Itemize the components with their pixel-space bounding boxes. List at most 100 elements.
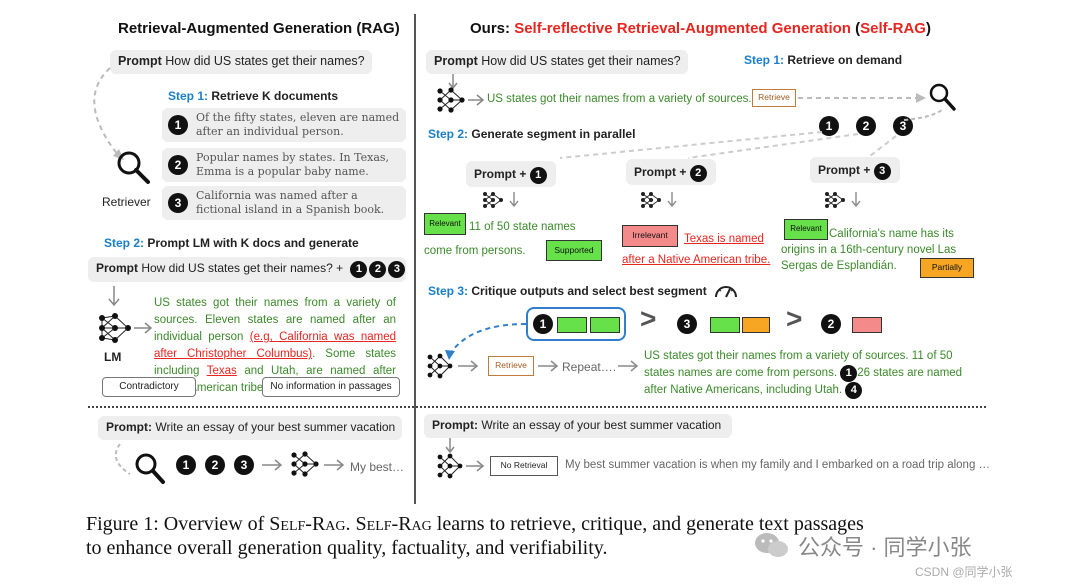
neural-network-icon (483, 192, 503, 208)
neural-network-icon (437, 453, 463, 479)
segment-1-text-b: come from persons. (424, 245, 526, 257)
doc-number-1: 1 (176, 455, 196, 475)
rag-bottom-prompt: Prompt: Write an essay of your best summ… (98, 416, 402, 440)
retrieve-tag: Retrieve (752, 89, 796, 107)
selfrag-title: Ours: Self-reflective Retrieval-Augmente… (470, 20, 931, 37)
prompt-plus-2: Prompt + 2 (626, 159, 716, 185)
retrieved-doc-2: 2 (856, 116, 876, 136)
figure-caption: Figure 1: Overview of Self-Rag. Self-Rag… (86, 513, 864, 559)
step-num: Step 1: (168, 89, 209, 103)
selfrag-bottom-output: My best summer vacation is when my famil… (565, 459, 991, 471)
best-segment-box (526, 307, 626, 341)
down-arrow-icon (667, 192, 677, 208)
lm-label: LM (104, 350, 122, 364)
doc-number-2: 2 (369, 261, 387, 278)
prompt-label: Prompt (118, 54, 162, 68)
magnifier-icon (929, 83, 956, 111)
down-arrow-icon (108, 286, 120, 307)
citation-4: 4 (845, 382, 863, 399)
segment-3-text: California's name has its origins in a 1… (781, 228, 957, 272)
greater-than: > (786, 303, 803, 334)
relevant-tag: Relevant (424, 213, 466, 235)
critique-token-red (852, 317, 882, 333)
prompt-label: Prompt: (432, 418, 478, 432)
rag-output-text: US states got their names from a variety… (154, 297, 397, 394)
down-arrow-icon (445, 438, 455, 454)
rag-prompt-with-docs: Prompt How did US states get their names… (88, 257, 406, 282)
critique-token-orange (742, 317, 770, 333)
dashed-connectors (559, 131, 897, 159)
doc-number-3: 3 (168, 193, 188, 213)
critique-token-green (590, 317, 620, 333)
down-arrow-icon (448, 74, 458, 90)
prompt-text: How did US states get their names? (165, 54, 365, 68)
step-text: Prompt LM with K docs and generate (147, 236, 359, 250)
magnifier-icon (117, 151, 150, 184)
rag-step1: Step 1: Retrieve K documents (168, 89, 338, 103)
selfrag-step2: Step 2: Generate segment in parallel (428, 127, 636, 141)
right-arrow-icon (458, 360, 479, 372)
retriever-label: Retriever (102, 195, 151, 209)
dashed-connector (798, 93, 926, 103)
retrieve-tag: Retrieve (488, 356, 534, 376)
dashed-connector (903, 109, 943, 121)
selfrag-prompt: Prompt How did US states get their names… (426, 50, 688, 74)
right-arrow-icon (468, 94, 485, 106)
retrieved-doc-1: 1 (819, 116, 839, 136)
magnifier-icon (135, 453, 165, 484)
ranked-doc-1: 1 (533, 314, 553, 334)
rag-bottom-output: My best… (350, 460, 405, 474)
right-arrow-icon (324, 459, 345, 471)
rag-prompt: Prompt How did US states get their names… (110, 50, 372, 74)
gauge-icon (715, 286, 737, 298)
doc-1: 1 Of the fifty states, eleven are named … (162, 108, 406, 142)
repeat-text: Repeat…. (562, 360, 617, 374)
prompt-text: Write an essay of your best summer vacat… (155, 420, 396, 434)
right-arrow-icon (134, 322, 153, 334)
no-info-box: No information in passages (262, 377, 400, 397)
selfrag-step3: Step 3: Critique outputs and select best… (428, 284, 707, 298)
doc-3: 3 California was named after a fictional… (162, 186, 406, 220)
doc-number-2: 2 (205, 455, 225, 475)
citation-1: 1 (840, 365, 858, 382)
down-arrow-icon (851, 192, 861, 208)
doc-number-3: 3 (388, 261, 406, 278)
neural-network-icon (99, 313, 131, 343)
doc-text: Popular names by states. In Texas, Emma … (196, 151, 390, 178)
prompt-label: Prompt (96, 261, 138, 275)
neural-network-icon (291, 451, 319, 477)
prompt-plus-1: Prompt + 1 (466, 161, 556, 187)
right-arrow-icon (466, 460, 485, 472)
relevant-tag: Relevant (784, 219, 828, 240)
doc-number-3: 3 (234, 455, 254, 475)
ranked-doc-2: 2 (821, 314, 841, 334)
doc-text: California was named after a fictional i… (196, 189, 385, 216)
ranked-doc-3: 3 (677, 314, 697, 334)
wechat-logo-icon (755, 533, 788, 557)
contradictory-box: Contradictory (102, 377, 196, 397)
prompt-label: Prompt: (106, 420, 152, 434)
critique-token-green (710, 317, 740, 333)
watermark-csdn: CSDN @同学小张 (915, 565, 1013, 579)
prompt-text: How did US states get their names? (481, 54, 681, 68)
right-arrow-icon (618, 360, 639, 372)
selfrag-bottom-prompt: Prompt: Write an essay of your best summ… (424, 414, 732, 438)
dashed-connector (114, 443, 131, 475)
supported-tag: Supported (546, 240, 602, 261)
rag-title: Retrieval-Augmented Generation (RAG) (118, 20, 400, 37)
right-arrow-icon (262, 459, 283, 471)
prompt-text: Write an essay of your best summer vacat… (481, 418, 722, 432)
neural-network-icon (825, 192, 845, 208)
doc-text: Of the fifty states, eleven are named af… (196, 111, 400, 138)
retrieved-doc-3: 3 (893, 116, 913, 136)
step-num: Step 2: (104, 236, 145, 250)
first-output-text: US states got their names from a variety… (487, 93, 752, 105)
partially-tag: Partially (920, 258, 974, 278)
greater-than: > (640, 303, 657, 334)
neural-network-icon (427, 353, 453, 379)
prompt-text: How did US states get their names? + (141, 261, 344, 275)
doc-number-1: 1 (168, 115, 188, 135)
right-arrow-icon (538, 360, 559, 372)
prompt-plus-3: Prompt + 3 (810, 157, 900, 183)
prompt-label: Prompt (434, 54, 478, 68)
